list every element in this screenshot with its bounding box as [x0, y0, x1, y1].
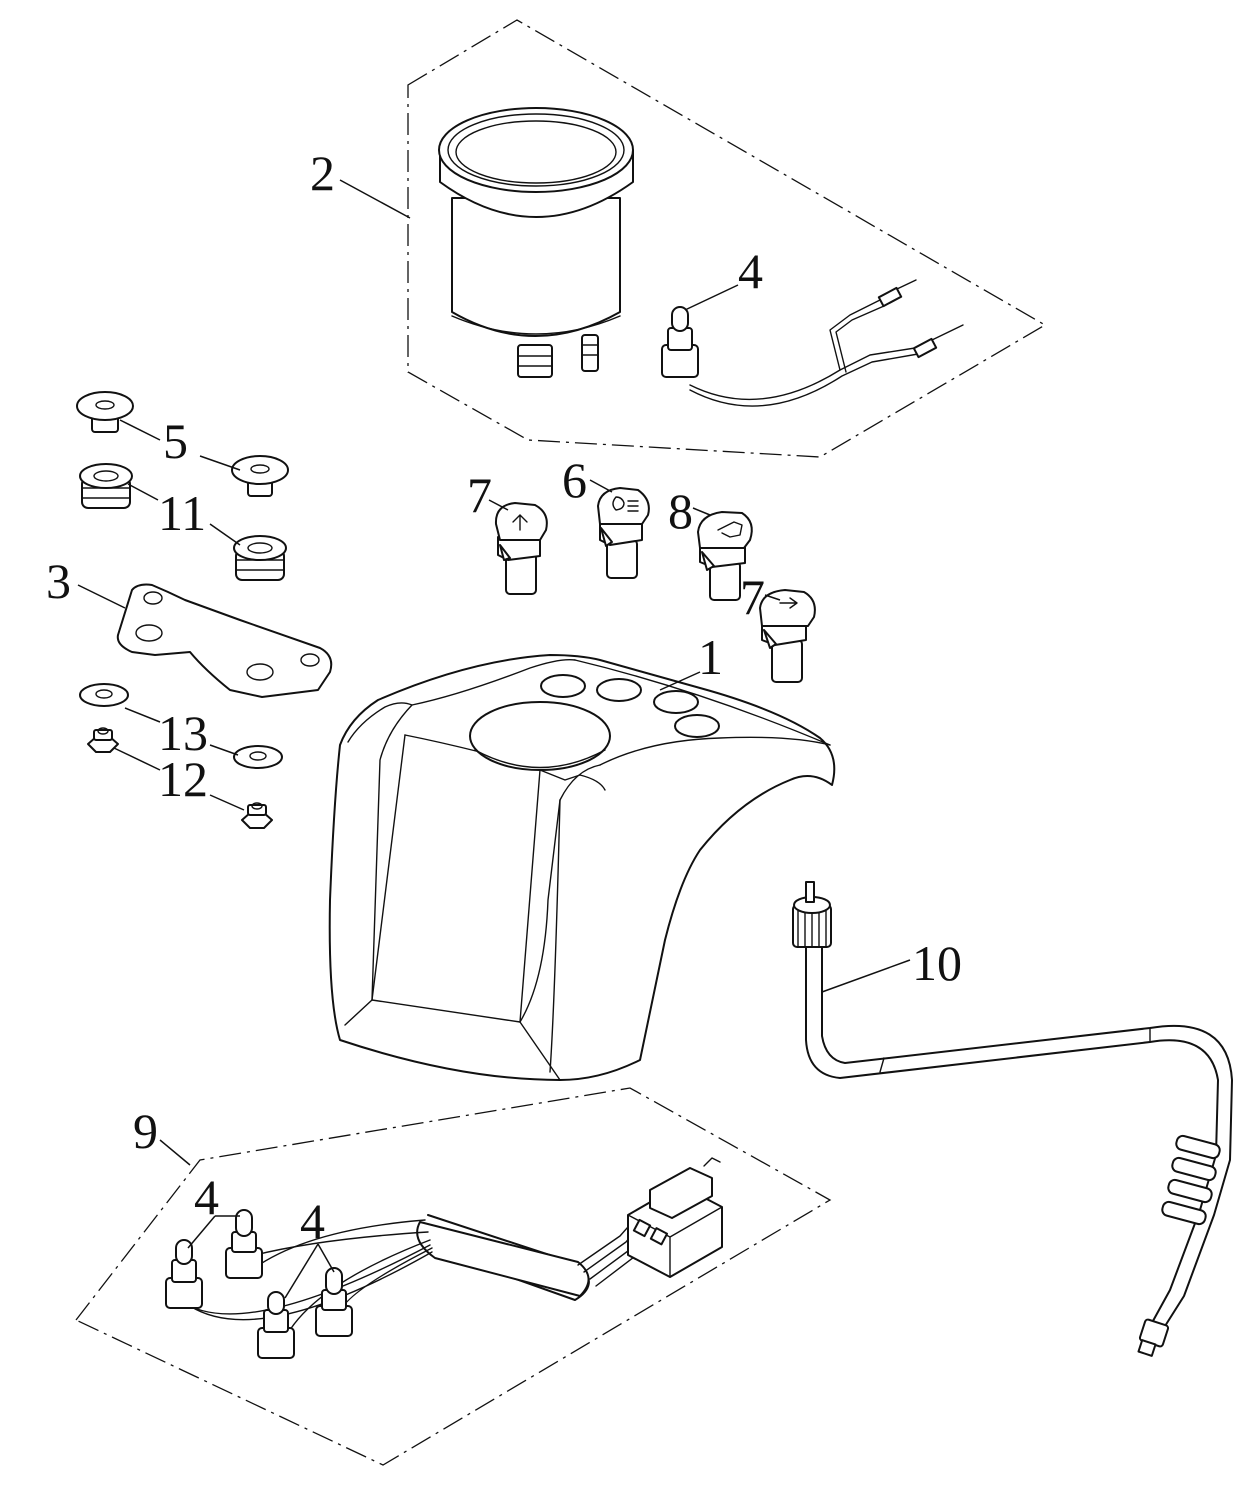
- indicator-7-right: [759, 589, 816, 683]
- indicator-7-left: [494, 502, 548, 595]
- harness-assembly-boundary: [74, 1087, 832, 1466]
- speedometer-cable: [792, 881, 1233, 1357]
- damper-11-a: [79, 463, 133, 509]
- nut-12-a: [87, 727, 119, 753]
- speedometer-gauge: [438, 107, 634, 378]
- damper-11-b: [233, 535, 287, 581]
- callout-4-left: 4: [194, 1169, 219, 1225]
- callout-2: 2: [310, 145, 335, 201]
- callout-13: 13: [158, 705, 208, 761]
- meter-assembly-boundary: [407, 19, 1047, 458]
- harness-bulb-socket-4: [315, 1267, 353, 1337]
- indicator-8: [697, 511, 753, 601]
- nut-12-b: [241, 802, 273, 829]
- callout-10: 10: [912, 935, 962, 991]
- harness-bulb-socket-3: [257, 1291, 295, 1359]
- callout-5: 5: [163, 413, 188, 469]
- harness-bulb-socket-2: [225, 1209, 263, 1279]
- callout-6: 6: [562, 452, 587, 508]
- mounting-bracket: [116, 583, 333, 698]
- callout-4-right: 4: [300, 1193, 325, 1249]
- callout-1: 1: [698, 629, 723, 685]
- callout-11: 11: [158, 485, 206, 541]
- leader-lines: [77, 179, 911, 1299]
- bulb-socket-top: [661, 279, 964, 407]
- meter-housing: [328, 654, 836, 1081]
- grommet-5-a: [76, 391, 134, 433]
- callout-7-right: 7: [740, 569, 765, 625]
- harness-bulb-socket-1: [165, 1239, 203, 1309]
- wire-harness: [179, 1157, 723, 1351]
- washer-13-a: [79, 683, 129, 707]
- callout-7-left: 7: [467, 467, 492, 523]
- callout-9: 9: [133, 1103, 158, 1159]
- washer-13-b: [233, 745, 283, 769]
- indicator-6: [597, 487, 650, 579]
- callout-3: 3: [46, 553, 71, 609]
- grommet-5-b: [231, 455, 289, 497]
- callout-12: 12: [158, 751, 208, 807]
- callout-8: 8: [668, 483, 693, 539]
- callout-4-top: 4: [738, 243, 763, 299]
